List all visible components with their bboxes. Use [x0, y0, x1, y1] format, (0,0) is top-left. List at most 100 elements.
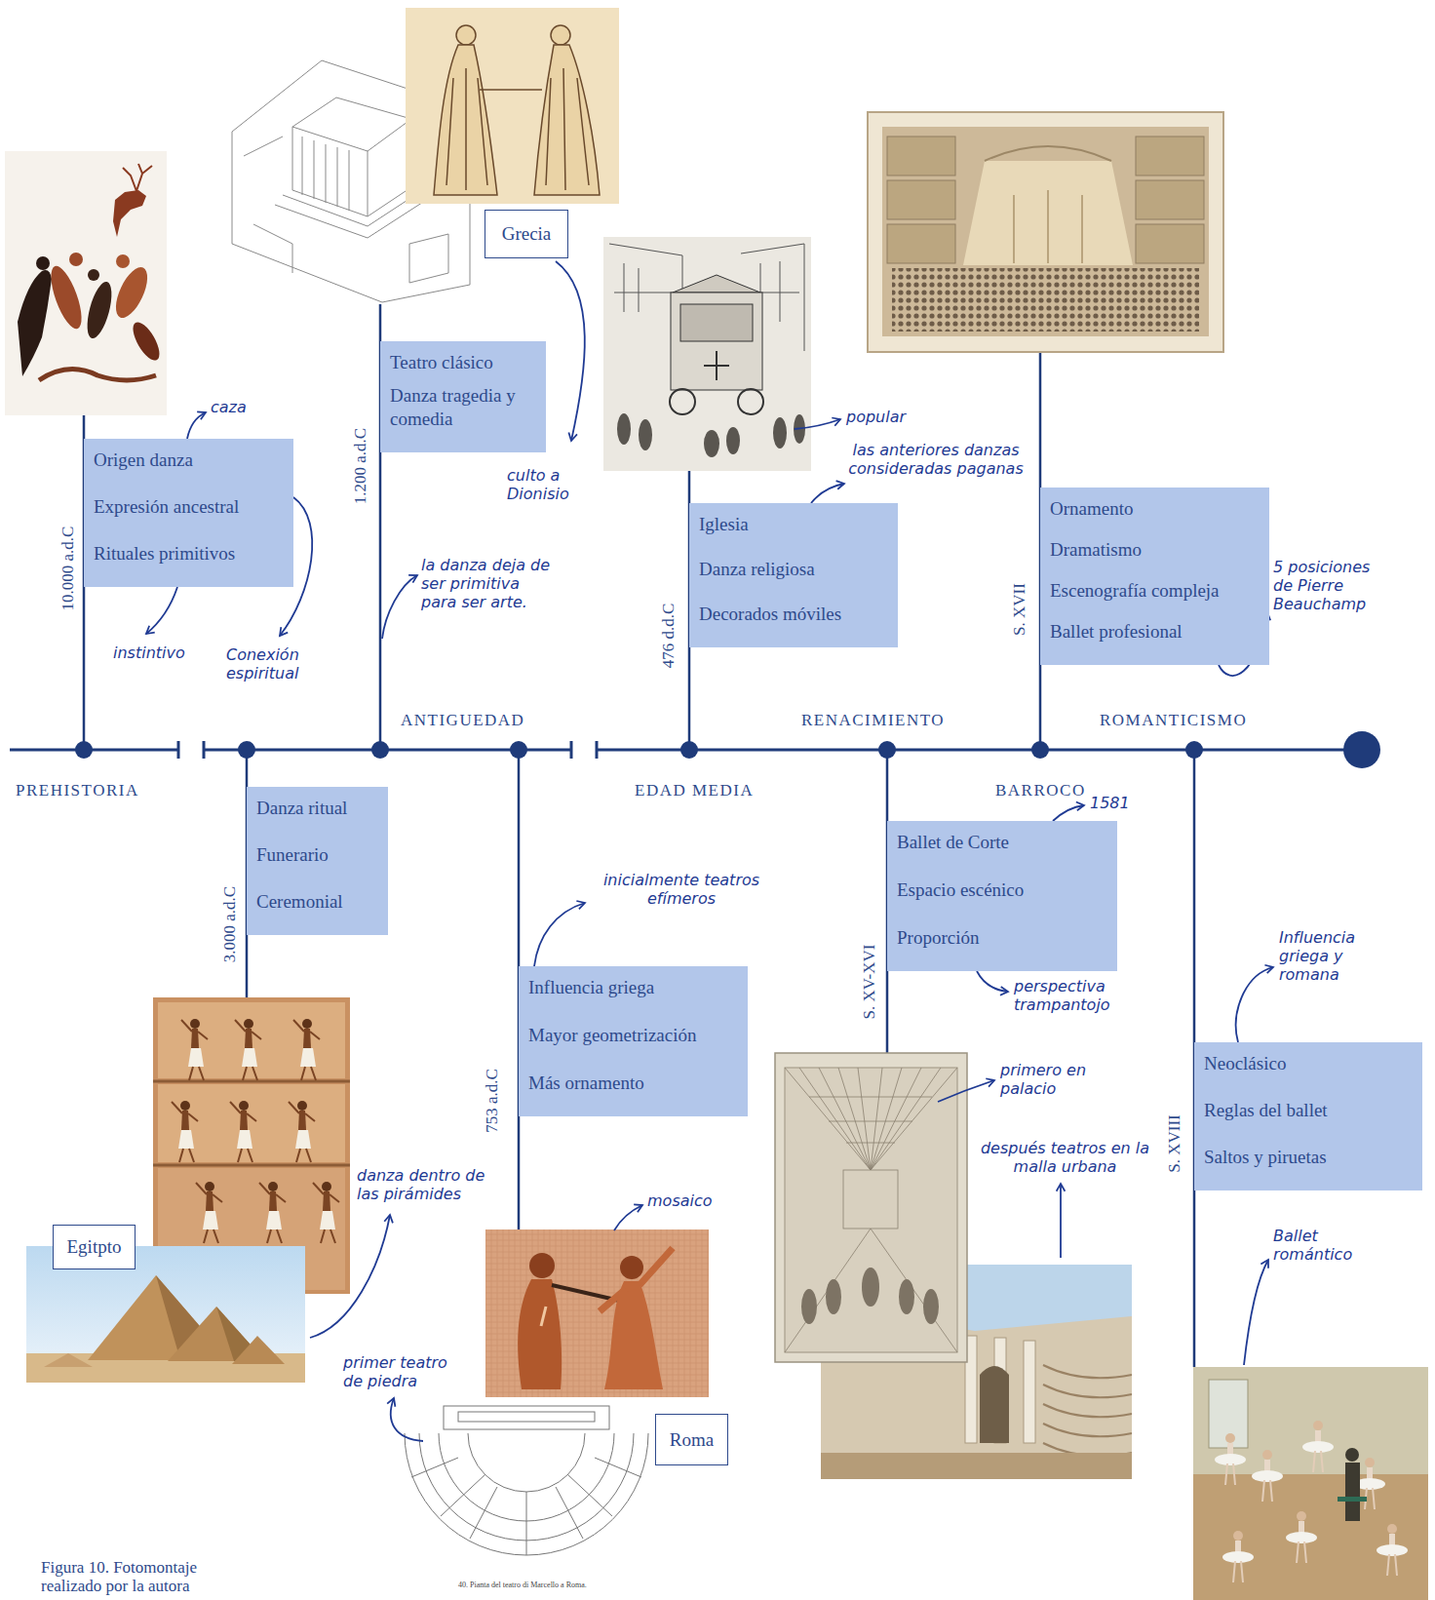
theatre-interior-photo	[820, 1264, 1132, 1479]
date-label: 1.200 a.d.C	[350, 427, 371, 505]
cave-painting	[69, 252, 83, 267]
timeline-dot	[75, 740, 93, 759]
annotation-arrow	[614, 1204, 643, 1231]
timeline-axis	[596, 748, 1362, 752]
date-label: S. XV-XVI	[859, 944, 880, 1020]
medieval-engraving	[672, 274, 761, 293]
roman-theatre-plan	[443, 1405, 610, 1430]
theatre-interior-photo	[1043, 1364, 1132, 1456]
handwritten-note: popular	[846, 407, 925, 427]
timeline-dot	[680, 740, 699, 759]
egyptian-relief	[234, 1018, 262, 1081]
baroque-theatre-painting	[984, 146, 1112, 161]
roman-theatre-plan	[404, 1405, 649, 1555]
degas-painting	[1337, 1496, 1367, 1502]
item-text: Reglas del ballet	[1203, 1098, 1328, 1123]
annotation-arrow	[187, 412, 206, 439]
renaissance-engraving	[784, 1067, 958, 1353]
greek-dancers	[456, 25, 476, 45]
period-box: Ballet de CorteEspacio escénicoProporció…	[887, 820, 1118, 971]
item-text: Expresión ancestral	[93, 495, 239, 519]
timeline-dot	[1185, 740, 1203, 759]
medieval-engraving	[638, 419, 653, 451]
item-text: Proporción	[896, 926, 979, 950]
handwritten-note: Ballet romántico	[1273, 1226, 1371, 1264]
baroque-theatre-painting	[1135, 224, 1204, 264]
degas-painting	[1302, 1420, 1334, 1473]
cave-painting	[127, 317, 165, 364]
figure-note: 40. Pianta del teatro di Marcello a Roma…	[458, 1580, 587, 1591]
cave-painting	[109, 263, 154, 323]
temple-drawing	[292, 97, 412, 217]
period-box: Danza ritualFunerarioCeremonial	[246, 786, 388, 935]
greek-dancers	[446, 68, 488, 191]
item-text: Funerario	[256, 843, 329, 867]
timeline-dot	[509, 740, 528, 759]
period-name: ROMANTICISMO	[1099, 710, 1247, 731]
cave-painting	[87, 269, 100, 281]
roman-theatre-plan	[393, 1398, 659, 1585]
medieval-engraving	[737, 388, 764, 415]
roman-mosaic	[529, 1252, 555, 1279]
handwritten-note: mosaico	[647, 1191, 736, 1210]
timeline-dot	[1343, 731, 1381, 769]
item-text: Ornamento	[1049, 497, 1133, 521]
handwritten-note: danza dentro de las pirámides	[356, 1165, 504, 1203]
baroque-theatre-painting	[1013, 190, 1083, 264]
baroque-theatre-painting	[887, 136, 956, 176]
timeline-axis	[9, 748, 179, 752]
baroque-theatre-painting	[1135, 136, 1204, 176]
date-label: S. XVIII	[1164, 1114, 1185, 1173]
renaissance-engraving	[809, 1096, 932, 1143]
medieval-engraving	[669, 388, 696, 415]
renaissance-engraving	[923, 1288, 939, 1324]
handwritten-note: caza	[210, 397, 270, 417]
roman-theatre-plan	[411, 1457, 642, 1555]
timeline-axis	[9, 740, 1362, 759]
egyptian-relief	[312, 1181, 340, 1243]
timeline-dot	[878, 740, 896, 759]
item-text: Danza religiosa	[698, 557, 815, 582]
annotation-arrow	[976, 970, 1009, 992]
medieval-engraving	[603, 236, 812, 471]
medieval-engraving	[773, 417, 787, 449]
item-text: Neoclásico	[1203, 1051, 1286, 1076]
handwritten-note: primer teatro de piedra	[343, 1353, 459, 1391]
degas-painting	[1345, 1462, 1360, 1521]
egyptian-relief	[171, 1100, 198, 1163]
item-text: Ballet profesional	[1049, 620, 1183, 644]
renaissance-engraving	[784, 1067, 958, 1353]
item-text: Danza ritual	[256, 796, 348, 820]
period-box: NeoclásicoReglas del balletSaltos y piru…	[1194, 1042, 1423, 1191]
place-tag: Grecia	[484, 209, 569, 259]
cave-painting	[113, 190, 147, 237]
theatre-interior-photo	[979, 1365, 1009, 1443]
theatre-interior-photo	[965, 1335, 1036, 1443]
cave-painting	[116, 254, 130, 269]
medieval-engraving	[617, 413, 631, 445]
degas-painting	[1214, 1433, 1246, 1485]
item-text: Espacio escénico	[896, 878, 1024, 902]
item-text: Más ornamento	[528, 1071, 645, 1095]
roman-theatre-plan	[393, 1398, 659, 1585]
handwritten-note: perspectiva trampantojo	[1013, 976, 1122, 1014]
handwritten-note: Influencia griega y romana	[1279, 928, 1377, 984]
annotation-arrow	[1059, 1183, 1062, 1258]
baroque-theatre-painting	[882, 126, 1209, 337]
item-text: Saltos y piruetas	[1203, 1145, 1327, 1169]
handwritten-note: instintivo	[113, 643, 221, 662]
date-label: 10.000 a.d.C	[58, 526, 78, 612]
annotation-arrow	[146, 261, 1274, 1441]
degas-painting	[1222, 1530, 1254, 1583]
handwritten-note: culto a Dionisio	[506, 465, 595, 504]
greek-dancers	[479, 88, 543, 91]
baroque-theatre-painting	[887, 224, 956, 264]
handwritten-note: 1581	[1089, 793, 1139, 813]
renaissance-engraving	[801, 1267, 939, 1324]
temple-drawing	[253, 224, 449, 283]
annotation-arrow	[146, 586, 178, 634]
annotation-arrow	[1236, 967, 1274, 1043]
degas-painting	[1251, 1449, 1283, 1502]
handwritten-note: después teatros en la malla urbana	[974, 1138, 1156, 1176]
